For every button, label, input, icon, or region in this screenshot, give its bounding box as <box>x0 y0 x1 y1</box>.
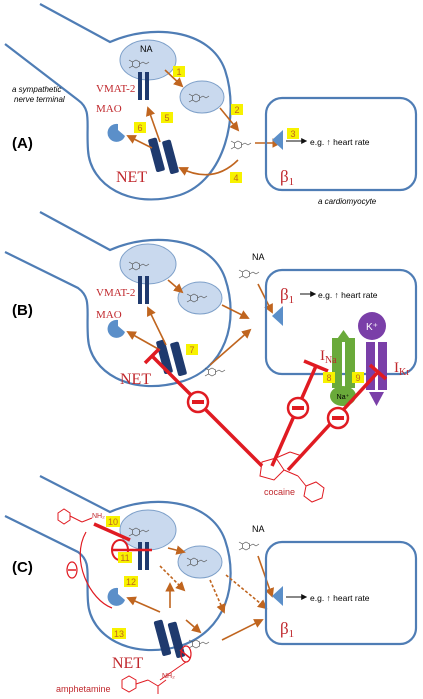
panel-b: (B) VMAT-2 MAO NET NA β1 e.g. ↑ heart ra… <box>4 211 418 503</box>
nh2-label-2: NH₂ <box>162 673 175 680</box>
nerve-caption-a1: a sympathetic <box>12 85 61 94</box>
na-label-c: NA <box>252 524 265 534</box>
mao-enzyme-b <box>107 319 125 338</box>
svg-text:4: 4 <box>233 173 238 183</box>
beta-label-a: β1 <box>280 167 294 188</box>
net-label-c: NET <box>112 655 143 672</box>
na-label-b: NA <box>252 252 265 262</box>
effect-label-b: e.g. ↑ heart rate <box>318 290 378 300</box>
beta1-receptor-c <box>272 586 283 606</box>
step-tag-6: 6 <box>134 122 146 133</box>
svg-text:3: 3 <box>290 129 295 139</box>
vmat2-transporter-a <box>138 72 142 100</box>
mao-label-b: MAO <box>96 309 122 321</box>
cocaine-net-inhibition <box>150 354 264 468</box>
nh2-label: NH₂ <box>92 513 105 520</box>
noradrenaline-molecule <box>204 367 226 377</box>
net-transporter-c <box>153 619 172 656</box>
vmat2-transporter-c <box>138 542 142 570</box>
sodium-flow-arrow <box>335 330 352 342</box>
step-tag-8: 8 <box>323 372 335 383</box>
step-tag-3: 3 <box>287 128 299 139</box>
sodium-ion-label: Na⁺ <box>337 394 350 401</box>
beta-label-b: β1 <box>280 285 294 306</box>
effect-label-a: e.g. ↑ heart rate <box>310 137 370 147</box>
potassium-ion-label: K⁺ <box>366 322 378 333</box>
mao-enzyme-c <box>107 587 125 606</box>
svg-text:2: 2 <box>234 105 239 115</box>
net-label-a: NET <box>116 169 147 186</box>
amphetamine-molecule <box>121 675 167 694</box>
cocaine-molecule <box>259 451 325 503</box>
vmat2-label-a: VMAT-2 <box>96 83 135 95</box>
vesicle-b2 <box>177 281 223 315</box>
na-label-a: NA <box>140 44 153 54</box>
svg-text:11: 11 <box>120 553 129 563</box>
noradrenaline-molecule <box>238 541 260 551</box>
step-tag-4: 4 <box>230 172 242 183</box>
amphetamine-entry <box>57 508 93 525</box>
step-tag-9: 9 <box>352 372 364 383</box>
inhibit-sign <box>186 390 210 414</box>
step-tag-10: 10 <box>106 516 120 527</box>
svg-text:6: 6 <box>137 123 142 133</box>
step-tag-5: 5 <box>161 112 173 123</box>
step-tag-12: 12 <box>124 576 138 587</box>
beta-label-c: β1 <box>280 619 294 640</box>
effect-label-c: e.g. ↑ heart rate <box>310 593 370 603</box>
panel-b-label: (B) <box>12 302 33 319</box>
vmat2-label-b: VMAT-2 <box>96 287 135 299</box>
svg-text:7: 7 <box>189 345 194 355</box>
panel-a-label: (A) <box>12 135 33 152</box>
vmat2-transporter-b <box>138 276 142 304</box>
svg-text:5: 5 <box>164 113 169 123</box>
svg-text:9: 9 <box>355 373 360 383</box>
potassium-ion <box>358 312 386 340</box>
nerve-terminal-c <box>4 475 232 652</box>
inhibit-sign <box>286 396 310 420</box>
svg-text:1: 1 <box>176 67 181 77</box>
step-tag-7: 7 <box>186 344 198 355</box>
noradrenaline-molecule <box>230 140 252 150</box>
panel-c: (C) NET NA NH₂ <box>4 475 418 694</box>
net-transporter-a <box>148 137 165 173</box>
step-tag-1: 1 <box>173 66 185 77</box>
nerve-terminal-b <box>4 211 232 388</box>
amphetamine-label: amphetamine <box>56 684 111 694</box>
svg-text:10: 10 <box>108 517 118 527</box>
cardio-caption-a: a cardiomyocyte <box>318 197 377 206</box>
step-tag-11: 11 <box>118 552 132 563</box>
ikr-label: IKr <box>394 360 410 378</box>
mao-label-a: MAO <box>96 103 122 115</box>
panel-c-label: (C) <box>12 559 33 576</box>
cardiomyocyte-a <box>264 96 418 192</box>
step-tag-2: 2 <box>231 104 243 115</box>
inhibit-sign <box>66 561 78 579</box>
ina-label: INa <box>320 348 337 366</box>
step-tag-13: 13 <box>112 628 126 639</box>
nerve-terminal-a <box>4 3 232 201</box>
sodium-channel <box>332 338 342 388</box>
cardiomyocyte-c <box>264 540 418 646</box>
nerve-caption-a2: nerve terminal <box>14 95 65 104</box>
svg-text:13: 13 <box>114 629 124 639</box>
svg-text:8: 8 <box>326 373 331 383</box>
svg-text:12: 12 <box>126 577 136 587</box>
net-label-b: NET <box>120 371 151 388</box>
potassium-flow-arrow <box>369 392 384 406</box>
vesicle-a2 <box>179 80 225 114</box>
cocaine-label: cocaine <box>264 487 295 497</box>
vesicle-c2 <box>177 545 223 579</box>
panel-a: (A) NA VMAT-2 MAO NET a sympathetic nerv… <box>4 3 418 206</box>
net-transporter-b <box>156 339 173 375</box>
noradrenaline-molecule <box>238 269 260 279</box>
inhibit-sign <box>326 406 350 430</box>
beta1-receptor-a <box>272 130 283 150</box>
mao-enzyme-a <box>107 123 125 142</box>
beta1-receptor-b <box>272 306 283 326</box>
